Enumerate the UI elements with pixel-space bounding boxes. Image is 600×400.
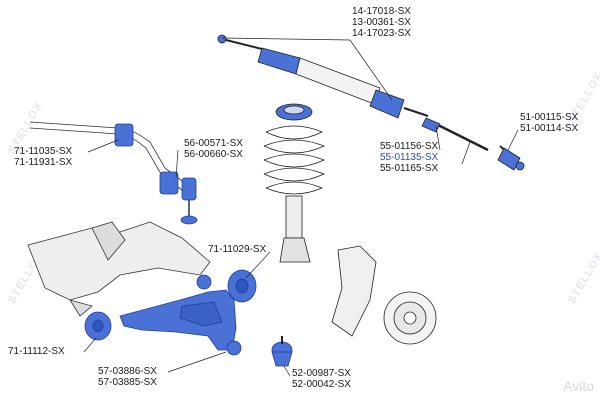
label-line-highlight: 55-01135-SX [380, 152, 439, 163]
label-line: 57-03886-SX [98, 366, 157, 377]
strut-assembly [263, 103, 326, 263]
ball-joint [271, 336, 293, 367]
label-line: 55-01156-SX [380, 141, 439, 152]
label-ball-joint: 52-00987-SX 52-00042-SX [292, 368, 351, 390]
label-control-arm: 57-03886-SX 57-03885-SX [98, 366, 157, 388]
inner-tie-rod [421, 117, 489, 152]
arm-bushes [84, 269, 257, 341]
label-line: 14-17018-SX [352, 6, 411, 17]
tie-rod-end [497, 145, 525, 171]
label-line: 71-11035-SX [14, 146, 73, 157]
stabilizer-bush-group [114, 123, 179, 195]
steering-rack [217, 34, 429, 119]
subframe [27, 221, 211, 317]
stabilizer-link [180, 177, 198, 225]
label-stabilizer-link: 56-00571-SX 56-00660-SX [184, 138, 243, 160]
label-line: 52-00987-SX [292, 368, 351, 379]
label-steering-rack: 14-17018-SX 13-00361-SX 14-17023-SX [352, 6, 411, 39]
label-line: 14-17023-SX [352, 28, 411, 39]
label-inner-tie-rod: 55-01156-SX 55-01135-SX 55-01165-SX [380, 141, 438, 174]
label-line: 57-03885-SX [98, 377, 157, 388]
label-line: 71-11029-SX [208, 244, 267, 255]
label-line: 52-00042-SX [292, 379, 351, 390]
control-arm [119, 274, 242, 356]
label-line: 71-11112-SX [8, 346, 65, 357]
label-line: 51-00115-SX [520, 112, 579, 123]
brand-watermark: Avito [563, 378, 594, 394]
label-line: 55-01165-SX [380, 163, 439, 174]
label-line: 71-11931-SX [14, 157, 73, 168]
label-tie-rod-end: 51-00115-SX 51-00114-SX [520, 112, 578, 134]
label-line: 13-00361-SX [352, 17, 411, 28]
label-line: 56-00660-SX [184, 149, 243, 160]
label-line: 56-00571-SX [184, 138, 243, 149]
label-arm-bush-rear: 71-11029-SX [208, 244, 266, 255]
knuckle-hub [331, 245, 437, 345]
label-arm-bush-front: 71-11112-SX [8, 346, 65, 357]
leader-lines [83, 37, 519, 377]
label-stabilizer-bush: 71-11035-SX 71-11931-SX [14, 146, 72, 168]
label-line: 51-00114-SX [520, 123, 579, 134]
